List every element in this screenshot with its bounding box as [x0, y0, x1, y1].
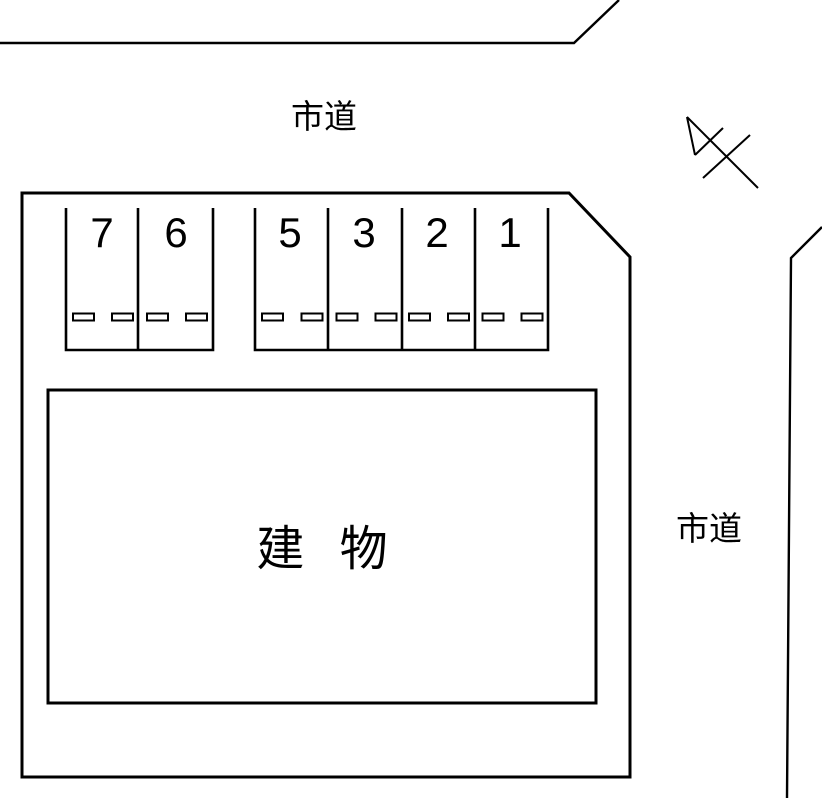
north-arrow-head-edge: [686, 116, 696, 156]
stall-number: 1: [498, 209, 521, 256]
parking-dash: [185, 312, 208, 322]
stall-number: 2: [425, 209, 448, 256]
building-outline: [46, 388, 598, 705]
parking-dash: [374, 312, 398, 322]
north-arrow-icon: [686, 116, 759, 189]
parking-dash: [481, 312, 505, 322]
parking-dash: [261, 312, 284, 322]
stall-number: 5: [278, 209, 301, 256]
parking-dash: [335, 312, 359, 322]
parking-dash: [111, 312, 134, 322]
parking-dash: [520, 312, 544, 322]
stall-number: 7: [90, 209, 113, 256]
north-arrow-head-base: [694, 127, 724, 156]
stall-group-outline: [64, 208, 215, 352]
parking-dash: [300, 312, 324, 322]
road-label-right: 市道: [676, 510, 742, 547]
north-arrow-cross-tick: [702, 134, 751, 179]
parking-stall-group-right: [253, 208, 550, 352]
road-label-top: 市道: [291, 98, 357, 135]
road-edge-line-top: [0, 0, 620, 45]
parking-stall-group-left: [64, 208, 215, 352]
stall-number: 3: [352, 209, 375, 256]
north-arrow-shaft: [686, 116, 759, 189]
parking-dash-marks: [72, 312, 544, 322]
stall-number: 6: [164, 209, 187, 256]
building-label: 建 物: [256, 523, 387, 576]
parking-dash: [408, 312, 431, 322]
parking-dash: [447, 312, 470, 322]
site-boundary: [20, 191, 632, 779]
road-edge-line-right: [785, 226, 822, 798]
parking-dash: [146, 312, 169, 322]
parking-dash: [72, 312, 95, 322]
